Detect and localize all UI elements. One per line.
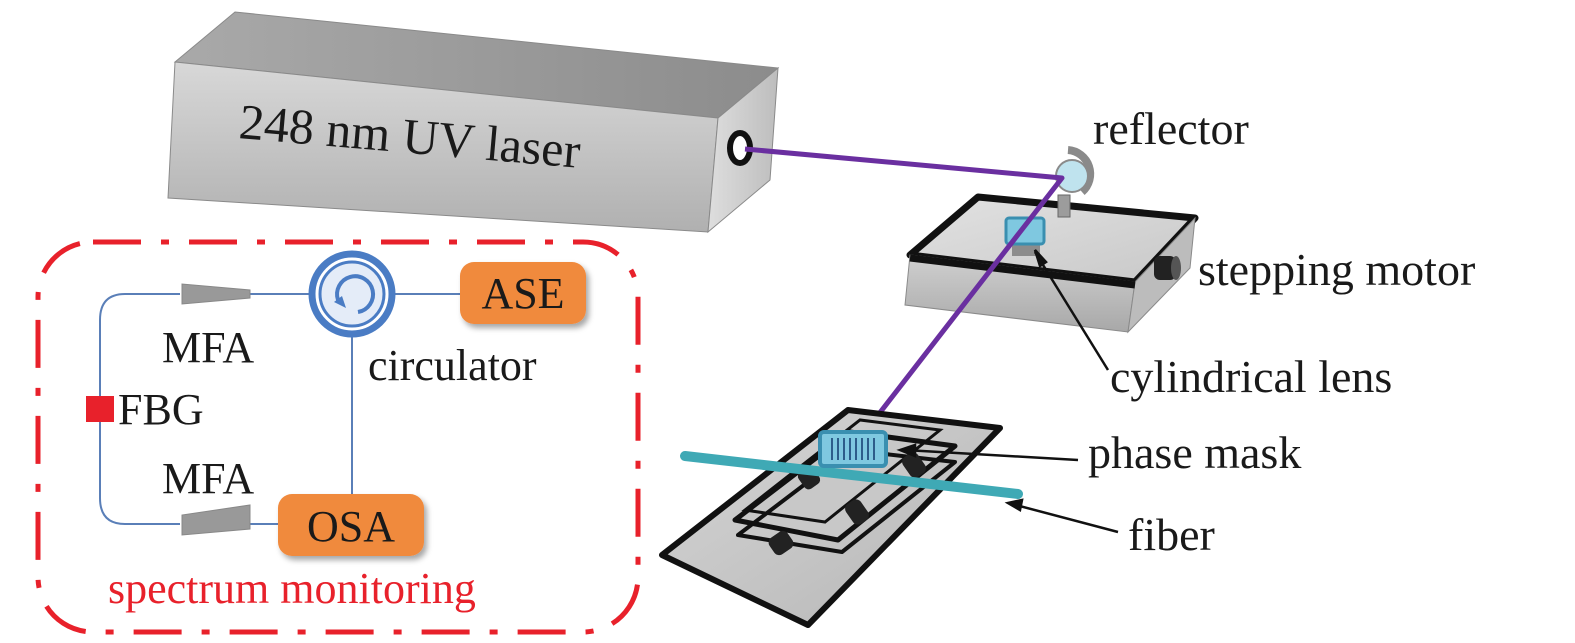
osa-label: OSA — [307, 502, 395, 551]
spectrum-monitoring-border — [35, 239, 641, 635]
fiber-label: fiber — [1128, 509, 1215, 560]
phase-mask — [818, 430, 888, 468]
reflector-label: reflector — [1093, 103, 1249, 154]
cylindrical-lens-label: cylindrical lens — [1110, 351, 1392, 402]
osa-box — [278, 494, 424, 556]
fiber — [680, 451, 1023, 499]
mfa-top-label: MFA — [162, 323, 254, 372]
motor-knob — [1154, 256, 1181, 280]
cylindrical-lens — [1004, 216, 1046, 256]
translation-stage — [659, 407, 1003, 628]
spectrum-monitoring-label: spectrum monitoring — [108, 564, 476, 613]
ase-label: ASE — [481, 269, 564, 318]
mfa-top-icon — [181, 283, 251, 305]
uv-laser — [167, 11, 780, 234]
mfa-bottom-icon — [181, 504, 251, 536]
circulator-label: circulator — [368, 341, 537, 390]
stepping-motor — [904, 193, 1199, 334]
stepping-motor-label: stepping motor — [1198, 244, 1475, 295]
mfa-bottom-label: MFA — [162, 454, 254, 503]
phase-mask-label: phase mask — [1088, 427, 1301, 478]
reflector — [1055, 146, 1095, 218]
uv-beam — [744, 146, 1065, 430]
fbg-icon — [86, 396, 114, 422]
circulator-icon — [308, 250, 396, 338]
fbg-label: FBG — [118, 385, 204, 434]
ase-box — [460, 262, 586, 324]
leader-lines — [896, 249, 1119, 534]
